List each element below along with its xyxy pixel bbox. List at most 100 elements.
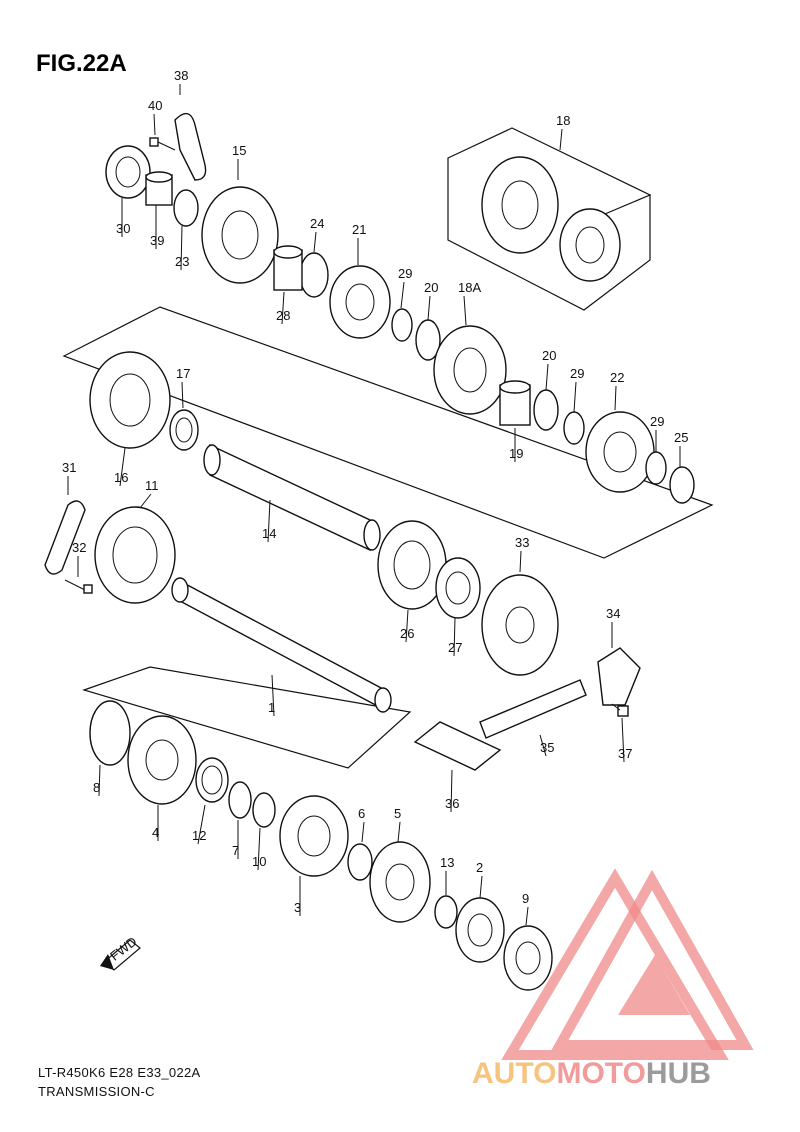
leader-line — [545, 363, 549, 391]
part-number-label[interactable]: 33 — [515, 535, 529, 550]
part-number-label[interactable]: 17 — [176, 366, 190, 381]
gear-2[interactable] — [455, 897, 505, 963]
leader-line — [361, 821, 365, 843]
part-number-label[interactable]: 18 — [556, 113, 570, 128]
washer-20-b[interactable] — [533, 389, 559, 431]
part-number-label[interactable]: 22 — [610, 370, 624, 385]
part-number-label[interactable]: 7 — [232, 843, 239, 858]
gear-5[interactable] — [369, 841, 431, 923]
watermark-logo: AUTOMOTOHUB — [472, 868, 754, 1090]
part-number-label[interactable]: 11 — [145, 478, 159, 493]
leader-line — [271, 674, 275, 717]
part-number-label[interactable]: 10 — [252, 854, 266, 869]
part-number-label[interactable]: 6 — [358, 806, 365, 821]
sprocket-33[interactable] — [481, 574, 559, 676]
circlip-13[interactable] — [434, 895, 458, 929]
part-number-label[interactable]: 2 — [476, 860, 483, 875]
part-number-label[interactable]: 16 — [114, 470, 128, 485]
bolt-37[interactable] — [611, 703, 629, 717]
part-number-label[interactable]: 21 — [352, 222, 366, 237]
part-number-label[interactable]: 3 — [294, 900, 301, 915]
part-number-label[interactable]: 9 — [522, 891, 529, 906]
bearing-26[interactable] — [377, 520, 447, 610]
gear-21[interactable] — [329, 265, 391, 339]
part-number-label[interactable]: 24 — [310, 216, 324, 231]
part-number-label[interactable]: 30 — [116, 221, 130, 236]
part-number-label[interactable]: 35 — [540, 740, 554, 755]
part-number-label[interactable]: 38 — [174, 68, 188, 83]
leader-line — [180, 225, 183, 271]
washer-7[interactable] — [228, 781, 252, 819]
assembly-box-driveshaft — [82, 666, 412, 769]
part-number-label[interactable]: 26 — [400, 626, 414, 641]
bearing-28[interactable] — [273, 245, 303, 291]
leader-line — [397, 821, 401, 843]
bushing-39[interactable] — [145, 171, 173, 206]
gear-15[interactable] — [201, 186, 279, 284]
bushing-17[interactable] — [169, 409, 199, 451]
part-number-label[interactable]: 13 — [440, 855, 454, 870]
kit-36[interactable] — [413, 721, 502, 771]
bushing-12[interactable] — [195, 757, 229, 803]
washer-25[interactable] — [669, 466, 695, 504]
washer-23[interactable] — [173, 189, 199, 227]
part-number-label[interactable]: 29 — [398, 266, 412, 281]
leader-line — [559, 128, 563, 151]
chain-35[interactable] — [479, 679, 587, 739]
screw-32[interactable] — [64, 579, 93, 594]
watermark-moto: MOTO — [556, 1057, 645, 1090]
part-number-label[interactable]: 12 — [192, 828, 206, 843]
part-number-label[interactable]: 27 — [448, 640, 462, 655]
plate-38[interactable] — [174, 112, 207, 181]
washer-8[interactable] — [89, 700, 131, 766]
part-number-label[interactable]: 31 — [62, 460, 76, 475]
part-number-label[interactable]: 29 — [650, 414, 664, 429]
fwd-arrow-icon: FWD — [100, 934, 141, 971]
part-number-label[interactable]: 19 — [509, 446, 523, 461]
bearing-19[interactable] — [499, 380, 531, 426]
gear-4[interactable] — [127, 715, 197, 805]
circlip-10[interactable] — [252, 792, 276, 828]
seal-27[interactable] — [435, 557, 481, 619]
countershaft-14[interactable] — [203, 443, 381, 552]
circlip-29-b[interactable] — [563, 411, 585, 445]
gear-set-18[interactable] — [481, 156, 621, 282]
gear-22[interactable] — [585, 411, 655, 493]
part-number-label[interactable]: 34 — [606, 606, 620, 621]
circlip-29-c[interactable] — [645, 451, 667, 485]
ring-24[interactable] — [299, 252, 329, 298]
part-number-label[interactable]: 40 — [148, 98, 162, 113]
part-number-label[interactable]: 39 — [150, 233, 164, 248]
plate-34[interactable] — [597, 647, 641, 706]
leader-line — [119, 447, 126, 487]
part-number-label[interactable]: 29 — [570, 366, 584, 381]
screw-40[interactable] — [149, 137, 176, 151]
gear-16[interactable] — [89, 351, 171, 449]
part-number-label[interactable]: 23 — [175, 254, 189, 269]
leader-line — [153, 113, 156, 136]
part-number-label[interactable]: 36 — [445, 796, 459, 811]
part-number-label[interactable]: 1 — [268, 700, 275, 715]
bearing-9[interactable] — [503, 925, 553, 991]
gear-3[interactable] — [279, 795, 349, 877]
bearing-11[interactable] — [94, 506, 176, 604]
bearing-30[interactable] — [105, 145, 151, 199]
circlip-29-a[interactable] — [391, 308, 413, 342]
leader-line — [621, 717, 625, 763]
part-number-label[interactable]: 20 — [424, 280, 438, 295]
part-number-label[interactable]: 8 — [93, 780, 100, 795]
part-number-label[interactable]: 32 — [72, 540, 86, 555]
part-number-label[interactable]: 15 — [232, 143, 246, 158]
part-number-label[interactable]: 25 — [674, 430, 688, 445]
part-number-label[interactable]: 20 — [542, 348, 556, 363]
plate-31[interactable] — [44, 500, 86, 575]
part-number-label[interactable]: 37 — [618, 746, 632, 761]
washer-6[interactable] — [347, 843, 373, 881]
gear-18a[interactable] — [433, 325, 507, 415]
part-number-label[interactable]: 4 — [152, 825, 159, 840]
part-number-label[interactable]: 14 — [262, 526, 276, 541]
part-number-label[interactable]: 18A — [458, 280, 481, 295]
part-number-label[interactable]: 28 — [276, 308, 290, 323]
driveshaft-1[interactable] — [171, 577, 392, 713]
part-number-label[interactable]: 5 — [394, 806, 401, 821]
